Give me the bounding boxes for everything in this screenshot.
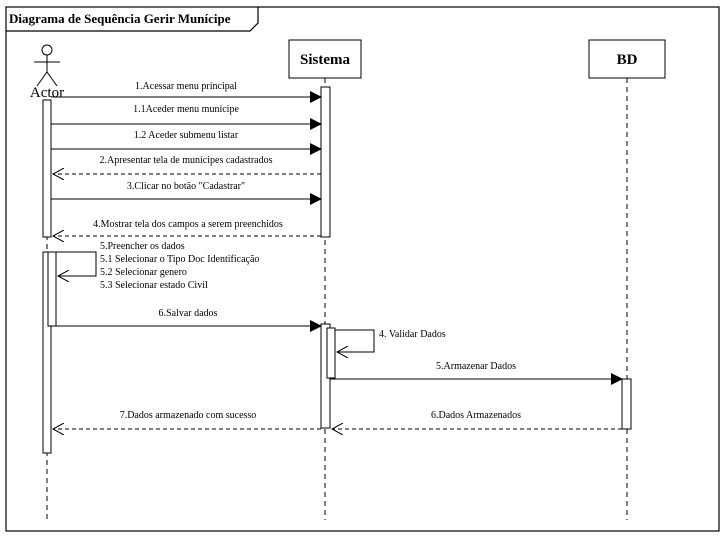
diagram-frame (5, 6, 720, 532)
frame-title-tab (6, 7, 259, 32)
actor-activation-2 (42, 251, 52, 454)
actor-label: Actor (30, 85, 64, 101)
frame-title: Diagrama de Sequência Gerir Munícipe (9, 11, 231, 26)
message-label-3: 3.Clicar no botão "Cadastrar" (127, 181, 245, 192)
message-label-5-3: 5.3 Selecionar estado Civil (100, 280, 208, 291)
message-label-1-2: 1.2 Aceder submenu listar (134, 130, 239, 141)
actor-activation-1 (42, 99, 52, 238)
bd-label: BD (617, 52, 638, 68)
sistema-lifeline-header (288, 39, 362, 79)
message-label-armazenar: 5.Armazenar Dados (436, 361, 516, 372)
message-label-5-2: 5.2 Selecionar genero (100, 267, 187, 278)
sistema-activation-1 (320, 86, 331, 238)
message-label-5-1: 5.1 Selecionar o Tipo Doc Identificação (100, 254, 259, 265)
actor-self-activation (47, 251, 57, 327)
sistema-label: Sistema (300, 52, 350, 68)
bd-activation (621, 378, 632, 430)
message-label-6: 6.Salvar dados (159, 308, 218, 319)
message-label-2: 2.Apresentar tela de munícipes cadastrad… (100, 155, 273, 166)
bd-lifeline-header (588, 39, 666, 79)
message-label-armazenados: 6.Dados Armazenados (431, 410, 521, 421)
message-arrow-validar-self (335, 329, 375, 352)
message-label-validar: 4. Validar Dados (379, 329, 446, 340)
message-label-7: 7.Dados armazenado com sucesso (120, 410, 257, 421)
message-label-5: 5.Preencher os dados (100, 241, 185, 252)
actor-figure (34, 44, 60, 87)
sistema-self-activation (326, 327, 336, 379)
message-arrow-5-self (56, 251, 97, 276)
message-label-1-1: 1.1Aceder menu munícipe (133, 104, 239, 115)
message-label-4: 4.Mostrar tela dos campos a serem preenc… (93, 219, 283, 230)
message-label-1: 1.Acessar menu principal (135, 81, 237, 92)
